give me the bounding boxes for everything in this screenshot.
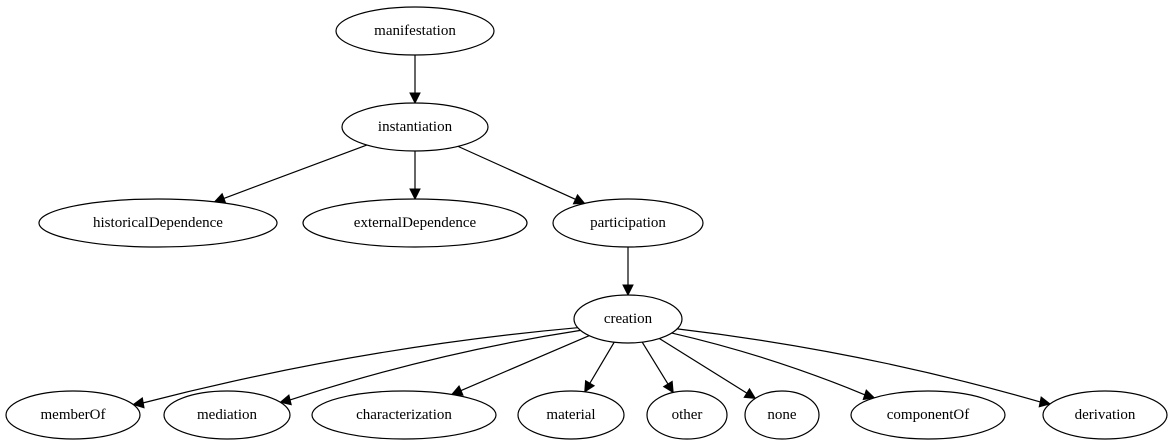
node-ellipse: [1042, 390, 1168, 440]
arrowhead-icon: [1038, 396, 1052, 408]
edge-line: [289, 329, 581, 401]
node-ellipse: [517, 390, 625, 440]
edge-creation-to-characterization: [450, 335, 590, 396]
nodes-layer: manifestation instantiation historicalDepe…: [5, 6, 1168, 440]
node-label: mediation: [197, 407, 257, 423]
node-ellipse: [850, 390, 1006, 440]
arrowhead-icon: [862, 389, 876, 401]
node-ellipse: [552, 198, 704, 248]
node-ellipse: [341, 102, 489, 152]
edge-creation-to-member-of: [132, 327, 578, 409]
arrowhead-icon: [743, 387, 757, 399]
node-characterization: characterization: [311, 390, 497, 440]
node-ellipse: [5, 390, 141, 440]
edge-instantiation-to-external-dependence: [409, 151, 421, 201]
node-ellipse: [573, 294, 683, 344]
edge-line: [641, 341, 669, 385]
arrowhead-icon: [622, 284, 634, 297]
node-label: manifestation: [374, 23, 456, 39]
node-label: characterization: [356, 407, 452, 423]
arrowhead-icon: [584, 379, 596, 393]
arrowhead-icon: [572, 193, 586, 205]
edge-creation-to-component-of: [671, 332, 876, 401]
edge-line: [143, 327, 578, 404]
node-label: creation: [604, 311, 653, 327]
node-instantiation: instantiation: [341, 102, 489, 152]
node-mediation: mediation: [163, 390, 291, 440]
edge-creation-to-material: [584, 341, 615, 393]
node-label: material: [546, 407, 595, 423]
node-component-of: componentOf: [850, 390, 1006, 440]
node-participation: participation: [552, 198, 704, 248]
edge-participation-to-creation: [622, 247, 634, 297]
edge-line: [589, 341, 615, 384]
node-ellipse: [335, 6, 495, 56]
node-material: material: [517, 390, 625, 440]
arrowhead-icon: [662, 380, 674, 394]
node-none: none: [744, 390, 820, 440]
node-external-dependence: externalDependence: [302, 198, 528, 248]
node-label: memberOf: [41, 407, 106, 423]
edge-manifestation-to-instantiation: [409, 55, 421, 105]
node-label: instantiation: [378, 119, 453, 135]
node-label: participation: [590, 215, 666, 231]
node-label: externalDependence: [354, 215, 477, 231]
edge-creation-to-other: [641, 341, 674, 394]
node-derivation: derivation: [1042, 390, 1168, 440]
edge-creation-to-none: [659, 338, 757, 399]
arrowhead-icon: [279, 394, 292, 406]
edge-instantiation-to-participation: [457, 145, 586, 205]
edge-creation-to-mediation: [279, 329, 581, 406]
node-ellipse: [302, 198, 528, 248]
node-ellipse: [311, 390, 497, 440]
node-ellipse: [646, 390, 728, 440]
node-other: other: [646, 390, 728, 440]
edge-line: [460, 335, 590, 392]
node-label: componentOf: [887, 407, 969, 423]
node-historical-dependence: historicalDependence: [38, 198, 278, 248]
node-label: derivation: [1075, 407, 1136, 423]
node-member-of: memberOf: [5, 390, 141, 440]
node-ellipse: [38, 198, 278, 248]
edge-instantiation-to-historical-dependence: [213, 144, 367, 204]
edge-line: [659, 338, 748, 394]
arrowhead-icon: [409, 188, 421, 201]
edge-line: [677, 328, 1041, 403]
arrowhead-icon: [132, 397, 145, 409]
edge-line: [223, 144, 367, 199]
arrowhead-icon: [450, 385, 464, 396]
edge-creation-to-derivation: [677, 328, 1052, 408]
node-manifestation: manifestation: [335, 6, 495, 56]
node-label: none: [767, 407, 797, 423]
node-ellipse: [744, 390, 820, 440]
node-ellipse: [163, 390, 291, 440]
edge-line: [671, 332, 865, 396]
edges-layer: [132, 55, 1052, 409]
node-label: other: [672, 407, 703, 423]
node-creation: creation: [573, 294, 683, 344]
arrowhead-icon: [409, 92, 421, 105]
node-label: historicalDependence: [93, 215, 223, 231]
edge-line: [457, 145, 576, 200]
